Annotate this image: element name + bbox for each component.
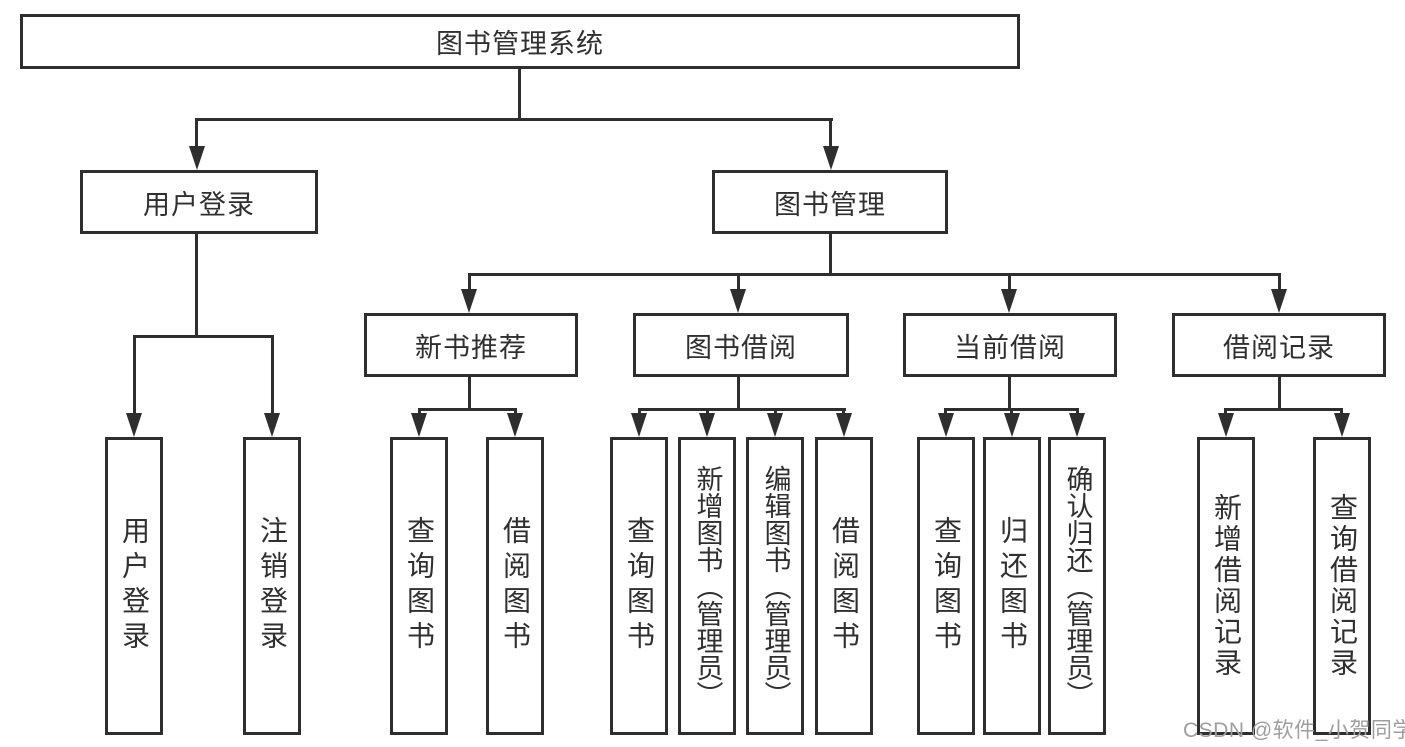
leaf-records-add-record: 新增借阅记录 — [1197, 437, 1255, 735]
connector-line — [133, 335, 274, 338]
connector-line — [1008, 377, 1011, 410]
node-label: 注销登录 — [257, 516, 288, 656]
node-label: 图书管理 — [774, 189, 886, 220]
node-book-management: 图书管理 — [712, 170, 948, 234]
connector-line — [944, 408, 947, 416]
connector-line — [195, 118, 198, 150]
connector-line — [1076, 408, 1079, 416]
node-label: 确认归还（管理员） — [1062, 464, 1093, 708]
connector-line — [842, 408, 845, 416]
node-label: 查询借阅记录 — [1327, 493, 1358, 679]
node-borrowing-records: 借阅记录 — [1172, 313, 1386, 377]
arrowhead-icon — [1001, 289, 1017, 313]
connector-line — [1224, 408, 1343, 411]
connector-line — [1008, 273, 1011, 291]
arrowhead-icon — [1334, 413, 1350, 437]
node-label: 当前借阅 — [954, 332, 1066, 363]
node-current-borrowing: 当前借阅 — [903, 313, 1117, 377]
node-label: 新书推荐 — [415, 332, 527, 363]
arrowhead-icon — [1004, 413, 1020, 437]
leaf-newbooks-borrow-books: 借阅图书 — [486, 437, 544, 735]
leaf-user-login: 用户登录 — [105, 437, 163, 735]
arrowhead-icon — [507, 413, 523, 437]
arrowhead-icon — [1069, 413, 1085, 437]
node-label: 归还图书 — [997, 516, 1028, 656]
connector-line — [1010, 408, 1013, 416]
arrowhead-icon — [264, 413, 280, 437]
leaf-borrowing-query-books: 查询图书 — [610, 437, 668, 735]
arrowhead-icon — [699, 413, 715, 437]
node-label: 借阅图书 — [500, 516, 531, 656]
node-label: 查询图书 — [404, 516, 435, 656]
node-user-login: 用户登录 — [80, 170, 318, 234]
connector-line — [468, 273, 1281, 276]
arrowhead-icon — [126, 413, 142, 437]
connector-line — [196, 118, 833, 121]
leaf-newbooks-query-books: 查询图书 — [390, 437, 448, 735]
node-label: 新增借阅记录 — [1211, 493, 1242, 679]
leaf-current-return-books: 归还图书 — [983, 437, 1041, 735]
connector-line — [1224, 408, 1227, 416]
leaf-borrowing-edit-books-admin: 编辑图书（管理员） — [746, 437, 804, 735]
arrowhead-icon — [461, 289, 477, 313]
node-book-borrowing: 图书借阅 — [633, 313, 849, 377]
connector-line — [133, 335, 136, 417]
connector-line — [418, 408, 421, 416]
connector-line — [1278, 273, 1281, 291]
connector-line — [195, 234, 198, 337]
arrowhead-icon — [938, 413, 954, 437]
node-label: 图书借阅 — [685, 332, 797, 363]
connector-line — [774, 408, 777, 416]
connector-line — [706, 408, 709, 416]
node-new-book-recommendation: 新书推荐 — [364, 313, 578, 377]
node-label: 借阅图书 — [829, 516, 860, 656]
connector-line — [829, 234, 832, 275]
connector-line — [829, 118, 832, 150]
connector-line — [1278, 377, 1281, 410]
leaf-current-confirm-return-admin: 确认归还（管理员） — [1048, 437, 1106, 735]
arrowhead-icon — [836, 413, 852, 437]
node-label: 图书管理系统 — [436, 29, 604, 59]
node-label: 用户登录 — [143, 189, 255, 220]
arrowhead-icon — [1218, 413, 1234, 437]
arrowhead-icon — [823, 146, 839, 170]
connector-line — [468, 377, 471, 410]
node-library-management-system: 图书管理系统 — [20, 14, 1020, 69]
connector-line — [418, 408, 517, 411]
node-label: 查询图书 — [931, 516, 962, 656]
connector-line — [737, 273, 740, 291]
node-label: 查询图书 — [624, 516, 655, 656]
connector-line — [518, 69, 521, 121]
connector-line — [271, 335, 274, 417]
connector-line — [638, 408, 641, 416]
connector-line — [638, 408, 846, 411]
arrowhead-icon — [767, 413, 783, 437]
node-label: 编辑图书（管理员） — [760, 464, 791, 708]
arrowhead-icon — [730, 289, 746, 313]
leaf-borrowing-add-books-admin: 新增图书（管理员） — [678, 437, 736, 735]
node-label: 借阅记录 — [1223, 332, 1335, 363]
connector-line — [514, 408, 517, 416]
arrowhead-icon — [189, 146, 205, 170]
arrowhead-icon — [1271, 289, 1287, 313]
csdn-watermark: CSDN @软件_小贺同学 — [1183, 719, 1405, 742]
node-label: 用户登录 — [119, 516, 150, 656]
connector-line — [468, 273, 471, 291]
leaf-current-query-books: 查询图书 — [917, 437, 975, 735]
arrowhead-icon — [631, 413, 647, 437]
leaf-records-query-record: 查询借阅记录 — [1313, 437, 1371, 735]
leaf-borrowing-borrow-books: 借阅图书 — [815, 437, 873, 735]
arrowhead-icon — [411, 413, 427, 437]
connector-line — [737, 377, 740, 410]
leaf-logout: 注销登录 — [243, 437, 301, 735]
connector-line — [1340, 408, 1343, 416]
node-label: 新增图书（管理员） — [692, 464, 723, 708]
